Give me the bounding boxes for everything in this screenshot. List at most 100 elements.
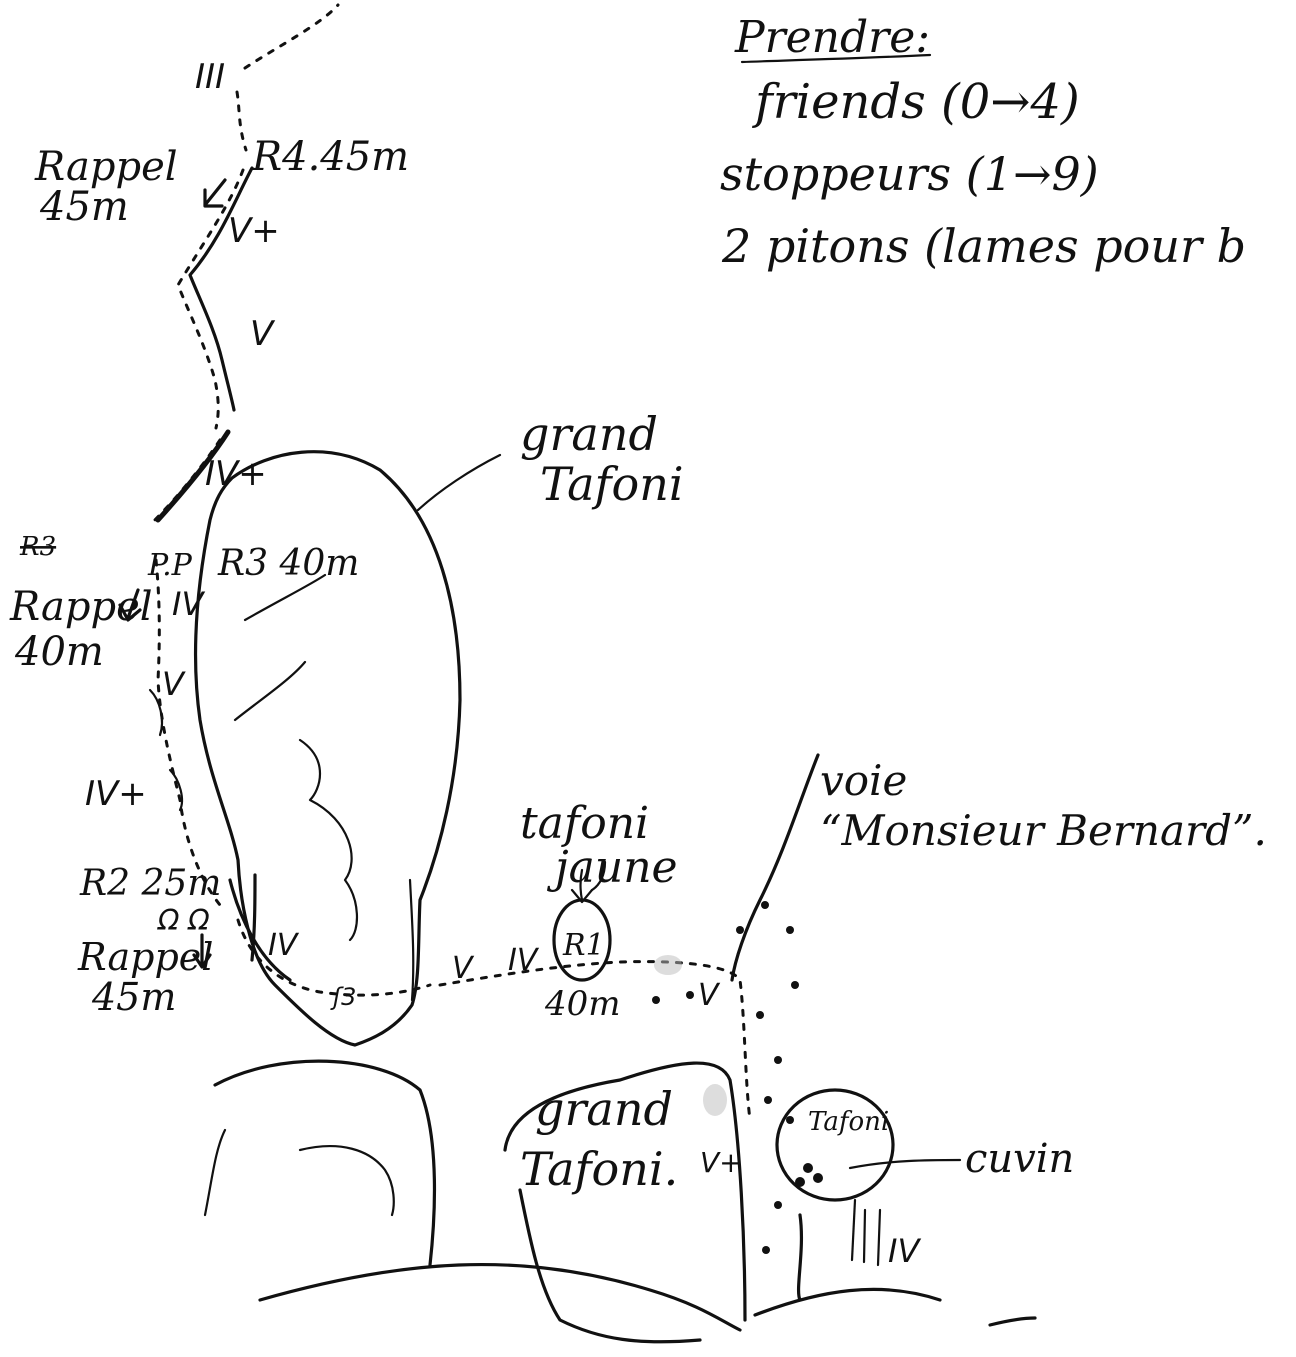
tafoni-inner-edge (408, 878, 415, 1002)
relay-r1: R1 (562, 928, 605, 963)
ground-line-left (258, 1262, 742, 1332)
bolt-10 (762, 1246, 770, 1254)
anchor-omega-2: ʃ3 (330, 983, 356, 1011)
notes-line-friends: friends (0→4) (752, 74, 1080, 130)
rappel-middle-arrow (118, 588, 142, 622)
bolt-3 (786, 926, 794, 934)
tafoni-jaune-label-2: jaune (546, 842, 678, 893)
smudge-1 (654, 955, 682, 975)
grand-tafoni-outline (193, 450, 462, 1047)
lower-grand-tafoni-label-2: Tafoni. (520, 1142, 678, 1196)
lower-grand-tafoni-base (518, 1188, 702, 1344)
lower-right-edge (796, 1213, 804, 1302)
rappel-bottom-length: 45m (91, 975, 176, 1019)
lower-left-crack (298, 1145, 395, 1217)
iv-crack-2 (862, 1208, 867, 1264)
rappel-45-upper-dash (176, 168, 245, 430)
grand-tafoni-label-2: Tafoni (540, 457, 684, 511)
relay-r4: R4.45m (251, 134, 409, 180)
tafoni-hatch-2 (233, 660, 307, 722)
grade-labels: III V+ V IV+ IV V IV+ IV V IV V V+ IV (85, 57, 921, 1270)
small-tafoni-label: Tafoni (808, 1107, 889, 1137)
rappel-40-dash (154, 558, 222, 907)
iv-crack-1 (850, 1198, 857, 1262)
bolt-11 (652, 996, 660, 1004)
upper-approach-dash (243, 3, 340, 70)
heading-underline (740, 53, 932, 64)
relay-r1-length: 40m (544, 984, 621, 1024)
lower-boulders: grand Tafoni. Tafoni cuvin (203, 1059, 1074, 1344)
ground-line-right (988, 1316, 1037, 1327)
relay-r2: R2 25m (79, 863, 221, 904)
bolt-12 (686, 991, 694, 999)
tafoni-jaune-hook (590, 860, 607, 892)
relay-pp: P.P (147, 548, 193, 583)
pitch-4-line (188, 166, 254, 412)
cuvin-dot-2 (813, 1173, 823, 1183)
tafoni-jaune-label-1: tafoni (520, 798, 649, 849)
grade-iv-far-right: IV (888, 1232, 921, 1270)
traverse-route: tafoni jaune (438, 798, 752, 1122)
rappel-bottom-label: Rappel (77, 935, 213, 979)
bolt-8 (786, 1116, 794, 1124)
grade-v-right: V (698, 978, 721, 1013)
rappel-top-length: 45m (39, 184, 129, 230)
bolt-6 (774, 1056, 782, 1064)
small-tafoni-outline (775, 1088, 895, 1202)
grade-iv-plus-lower: IV+ (85, 774, 147, 814)
lower-left-boulder (213, 1059, 437, 1267)
voie-label-1: voie (820, 756, 907, 805)
grand-tafoni-label-1: grand (520, 407, 658, 461)
tafoni-hatch-1 (243, 573, 327, 622)
notes-heading: Prendre: (734, 12, 930, 63)
upper-connector-dash (235, 90, 248, 152)
notes-line-stoppeurs: stoppeurs (1→9) (720, 147, 1099, 201)
rappel-bottom-arrow (192, 933, 212, 969)
grade-iv-plus-upper: IV+ (205, 454, 267, 494)
iv-crack-3 (876, 1208, 882, 1267)
rappel-middle-length: 40m (14, 629, 104, 675)
notes-line-pitons: 2 pitons (lames pour b (721, 219, 1246, 273)
anchor-omega-1: Ω Ω (157, 904, 210, 937)
grade-iii-top: III (195, 57, 225, 97)
grand-tafoni-upper: grand Tafoni (193, 407, 684, 1047)
rappel-middle-label: Rappel (9, 584, 153, 630)
tafoni-leader-line (416, 453, 502, 512)
tafoni-inner-squiggle (298, 738, 359, 942)
cuvin-dot-3 (795, 1177, 805, 1187)
wiggle-2 (168, 768, 184, 812)
grade-v-traverse: V (452, 951, 475, 986)
rappel-top-arrow (203, 178, 227, 208)
voie-monsieur-bernard: voie “Monsieur Bernard”. (652, 753, 1267, 1254)
grade-iv-left: IV (172, 585, 205, 623)
ground-line-mid (753, 1287, 942, 1317)
bolt-7 (764, 1096, 772, 1104)
relay-r3: R3 40m (217, 543, 359, 584)
grade-iv-bottom: IV (268, 928, 300, 963)
grade-v-plus-top: V+ (228, 211, 280, 251)
grade-iv-traverse: IV (508, 943, 540, 978)
relay-r3-crossed: R3 (19, 532, 56, 562)
pitch-2-stem (250, 873, 257, 962)
tafoni-jaune-arrow-stem (579, 868, 584, 902)
smudge-2 (703, 1084, 727, 1116)
cuvin-leader-line (848, 1158, 962, 1170)
pitch-3-top-dash (148, 438, 222, 527)
bolt-9 (774, 1201, 782, 1209)
upper-route (148, 3, 340, 527)
rappel-labels: Rappel 45m Rappel 40m Rappel 45m (9, 144, 227, 1019)
anchor-symbols: Ω Ω ʃ3 (157, 904, 356, 1011)
base-traverse-dash (236, 918, 432, 997)
bolt-4 (791, 981, 799, 989)
cuvin-label: cuvin (965, 1136, 1074, 1182)
lower-grand-tafoni-label-1: grand (535, 1082, 673, 1136)
voie-label-2: “Monsieur Bernard”. (820, 806, 1267, 855)
lower-left-edge (203, 1128, 227, 1217)
voie-line (730, 753, 820, 982)
left-route (148, 558, 432, 997)
tafoni-jaune-arrow-head (570, 888, 594, 904)
lower-grand-tafoni-outline (503, 1061, 747, 1322)
pitch-3-top-line (155, 429, 231, 523)
gear-notes: Prendre: friends (0→4) stoppeurs (1→9) 2… (720, 12, 1246, 273)
